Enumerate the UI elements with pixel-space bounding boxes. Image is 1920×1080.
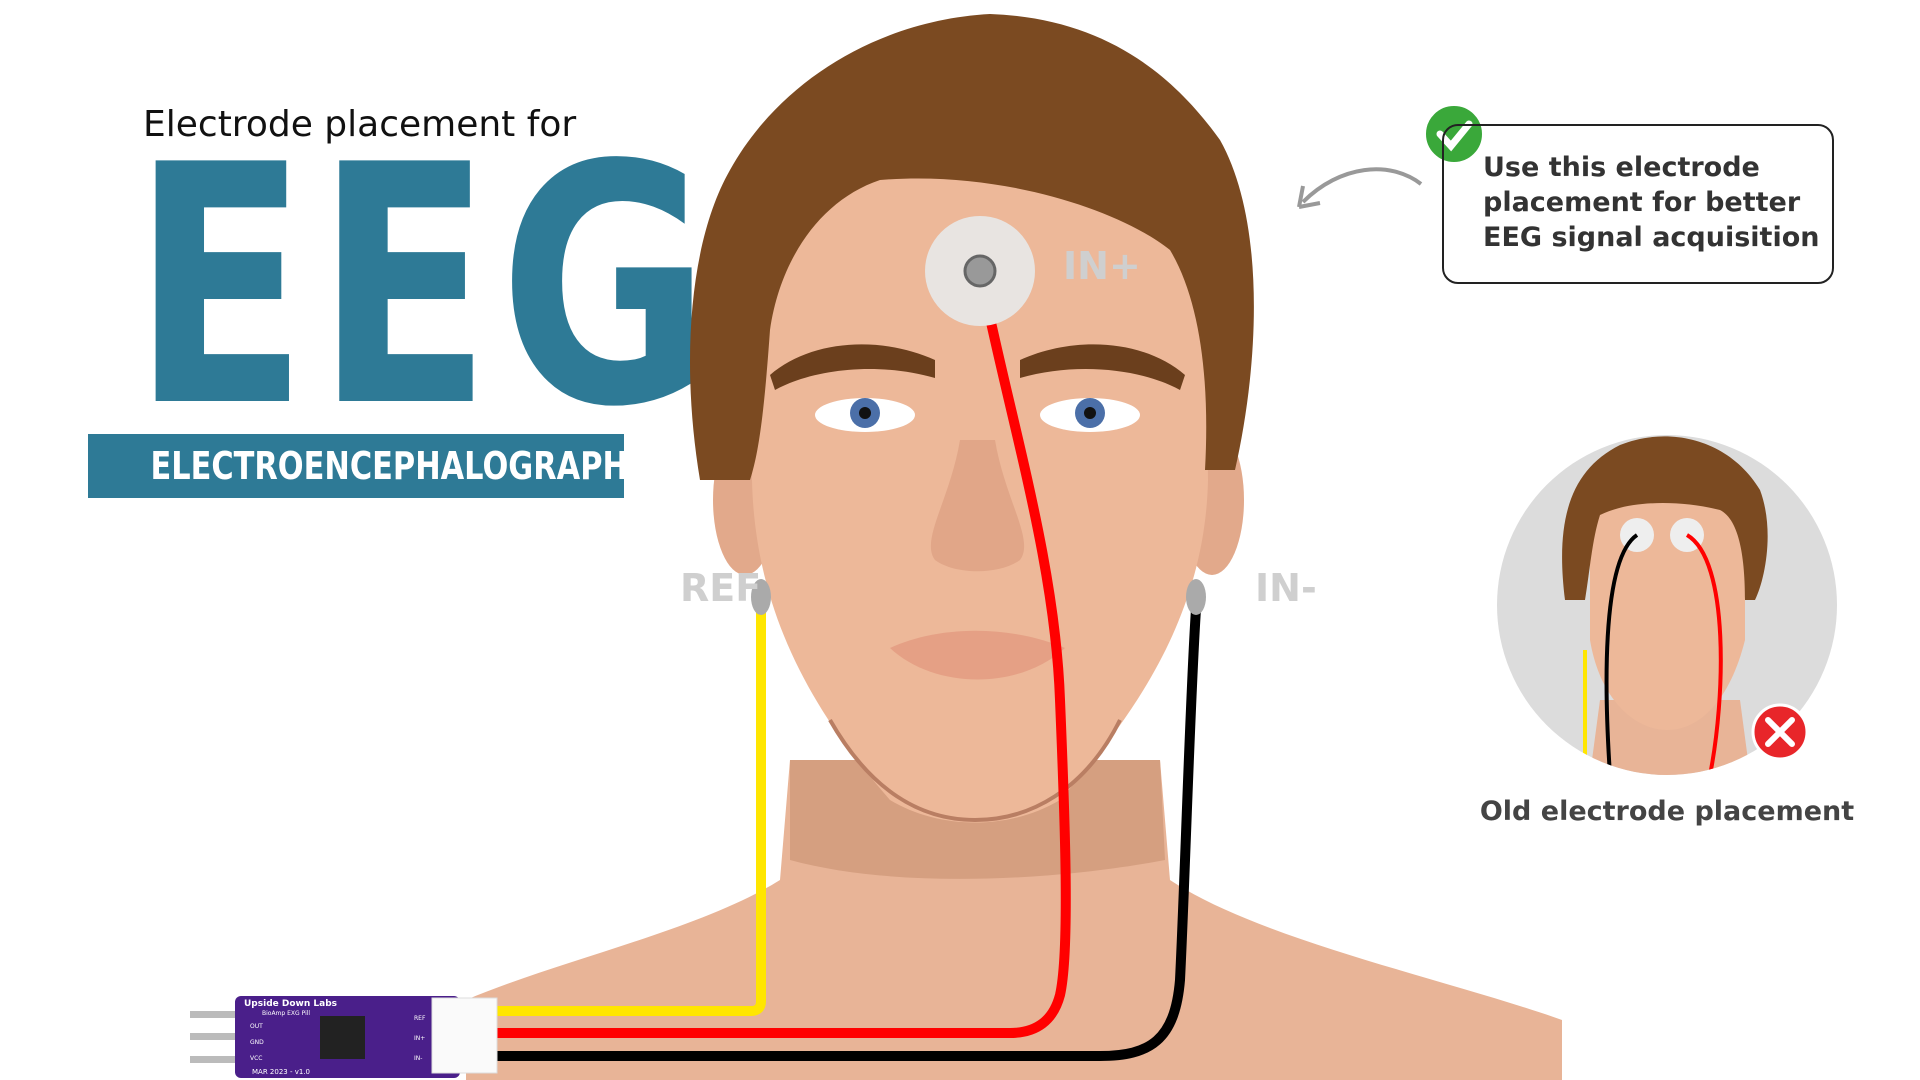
board-brand: Upside Down Labs bbox=[244, 999, 337, 1009]
in-minus-electrode bbox=[1186, 579, 1206, 615]
right-eyebrow bbox=[1020, 344, 1185, 390]
board-pin-vcc: VCC bbox=[250, 1055, 262, 1062]
callout-text: Use this electrode placement for better … bbox=[1483, 152, 1820, 253]
nose bbox=[930, 440, 1025, 572]
diagram-title: EEG bbox=[132, 95, 719, 479]
bioamp-board: Upside Down Labs BioAmp EXG Pill MAR 202… bbox=[190, 996, 498, 1078]
old-placement-thumbnail bbox=[1497, 435, 1837, 775]
in-plus-label: IN+ bbox=[1063, 244, 1141, 288]
in-minus-label: IN- bbox=[1255, 566, 1317, 610]
shoulders bbox=[466, 760, 1562, 1080]
board-name: BioAmp EXG Pill bbox=[262, 1010, 310, 1017]
board-pin-in-minus: IN- bbox=[414, 1055, 422, 1062]
x-circle-icon bbox=[1751, 703, 1809, 761]
board-pin-gnd: GND bbox=[250, 1039, 264, 1046]
diagram-subtitle: Electrode placement for bbox=[143, 104, 577, 145]
title-banner: ELECTROENCEPHALOGRAPHY bbox=[88, 434, 650, 498]
mouth bbox=[890, 630, 1065, 680]
banner-text: ELECTROENCEPHALOGRAPHY bbox=[150, 444, 650, 488]
callout-box bbox=[1442, 124, 1834, 284]
board-pin-ref: REF bbox=[414, 1015, 426, 1022]
pointer-arrow bbox=[1301, 167, 1423, 204]
jaw-line bbox=[828, 719, 1122, 823]
old-placement-label: Old electrode placement bbox=[1479, 796, 1855, 827]
board-version: MAR 2023 - v1.0 bbox=[252, 1068, 310, 1076]
ref-label: REF bbox=[680, 566, 761, 610]
board-pin-in-plus: IN+ bbox=[414, 1035, 425, 1042]
ref-electrode bbox=[751, 579, 771, 615]
ref-wire bbox=[495, 609, 766, 1016]
in-plus-wire bbox=[495, 270, 1071, 1038]
in-plus-electrode bbox=[963, 254, 997, 288]
hair bbox=[690, 14, 1254, 480]
in-minus-wire bbox=[495, 608, 1201, 1061]
board-pin-out: OUT bbox=[250, 1023, 263, 1030]
left-eyebrow bbox=[770, 344, 935, 390]
